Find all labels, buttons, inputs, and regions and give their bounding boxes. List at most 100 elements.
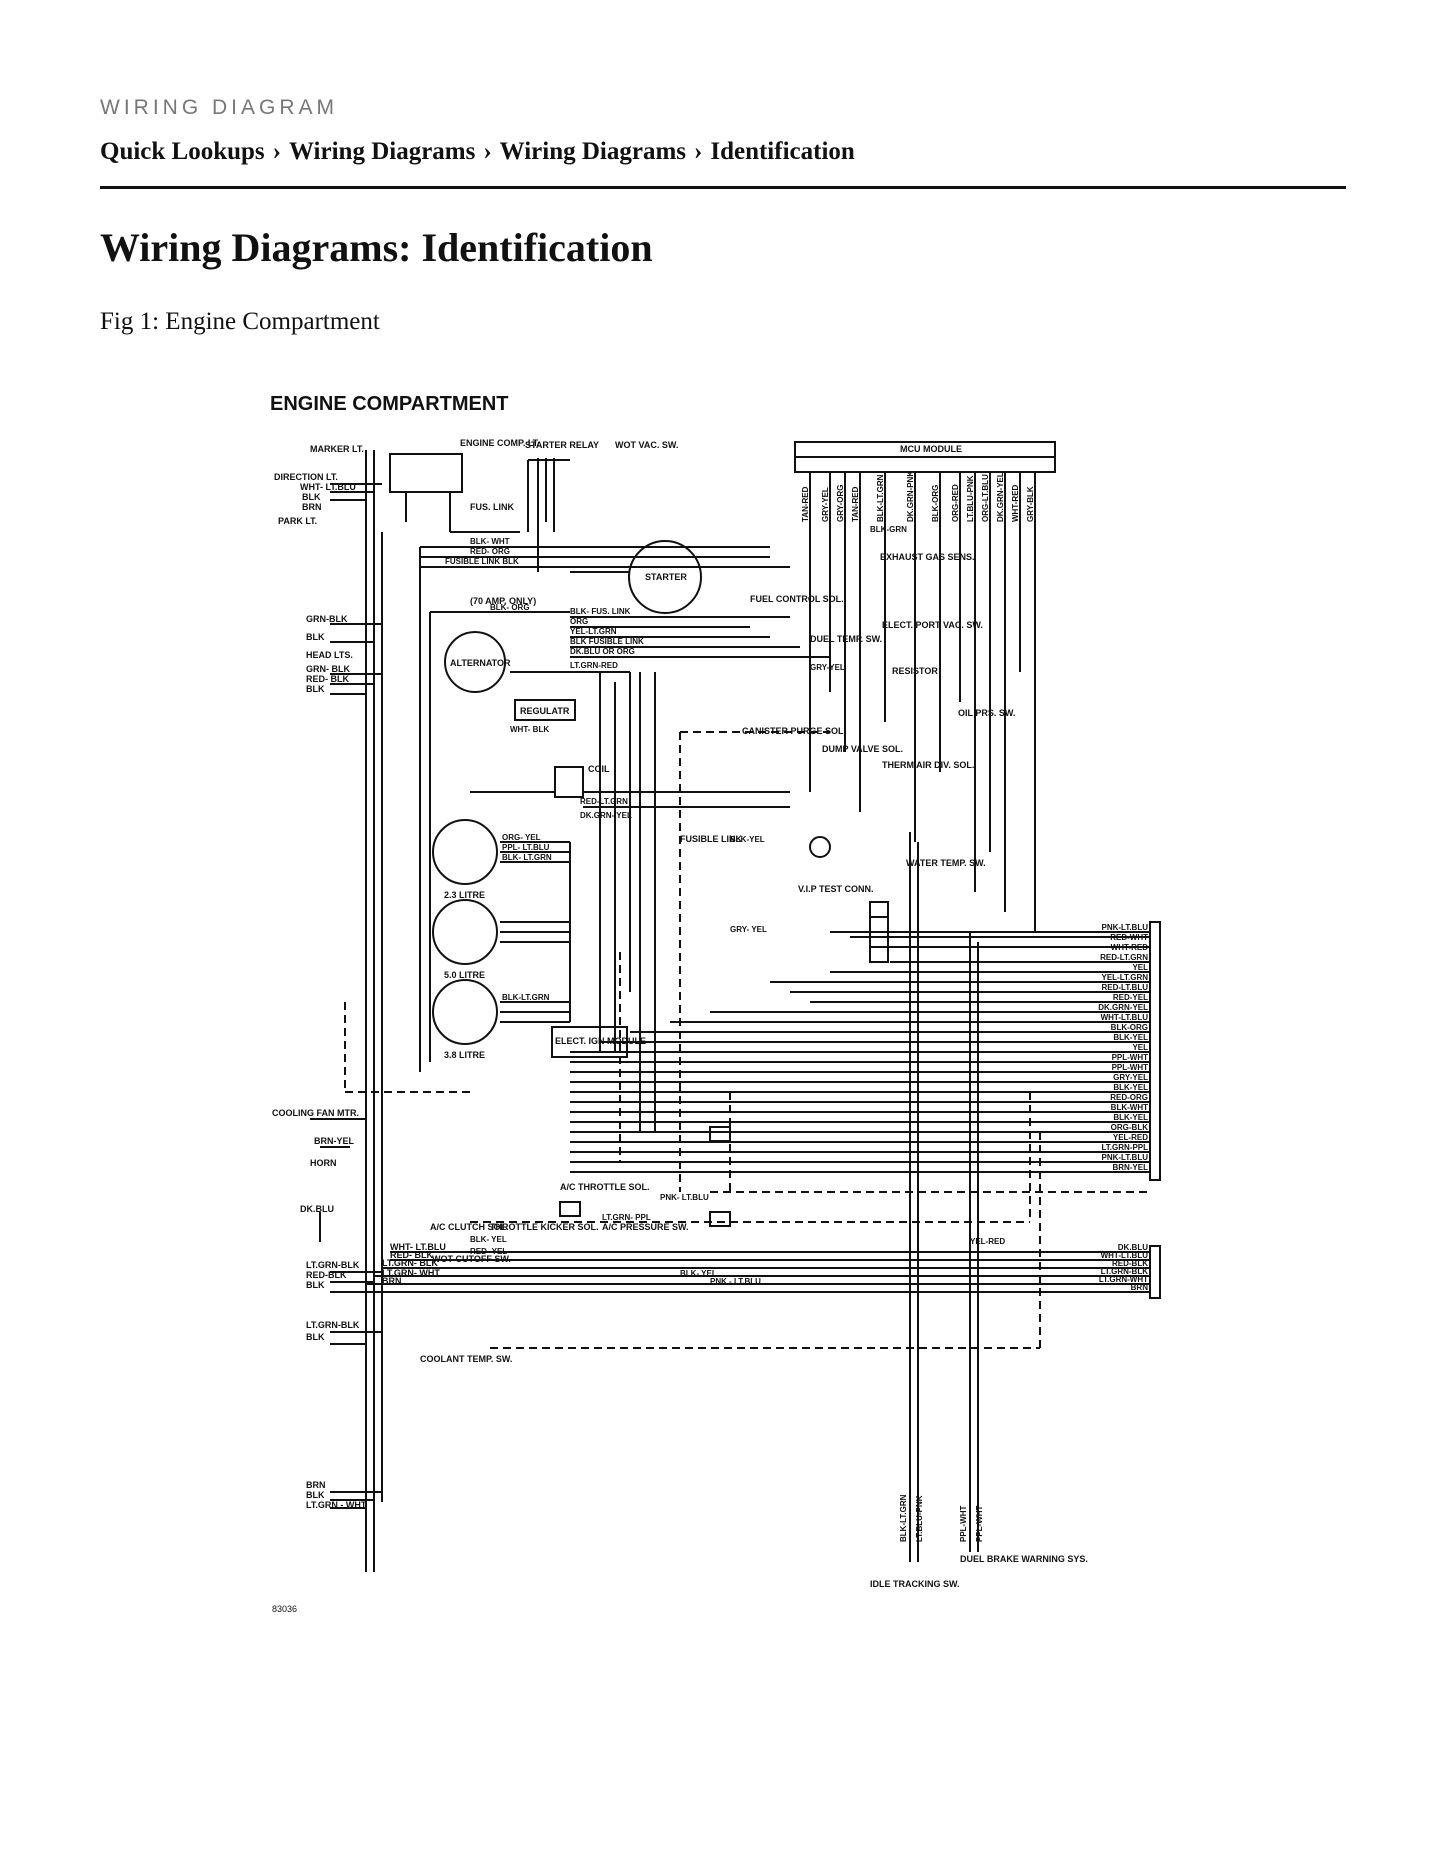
breadcrumb-wiring-diagrams[interactable]: Wiring Diagrams [289,138,476,165]
wire-label: PNK- LT.BLU [660,1193,709,1202]
bottom-wire-label: BLK-LT.GRN [899,1494,908,1542]
label-coolant-temp-sw: COOLANT TEMP. SW. [420,1354,512,1364]
connector-wire-label: BLK-ORG [1111,1023,1148,1032]
wire-head-lower-1-2: BLK [306,1280,325,1290]
connector-wire-label: RED-BLK [1112,1259,1148,1268]
wire-head-lower-2-0: LT.GRN-BLK [306,1320,360,1330]
diagram-heading: ENGINE COMPARTMENT [270,393,509,415]
connector-wire-label: WHT-LT.BLU [1101,1251,1149,1260]
connector-wire-label: RED-YEL [1113,993,1148,1002]
wire-label: PNK - LT.BLU [710,1277,761,1286]
label-head-lts: HEAD LTS. [306,650,353,660]
label-dump-valve-sol: DUMP VALVE SOL. [822,744,903,754]
connector-wire-label: RED-WHT [1110,933,1148,942]
connector-wire-label: PPL-WHT [1112,1053,1149,1062]
mcu-wire-label: BLK-LT.GRN [876,474,885,522]
wire-fan: BRN-YEL [314,1136,355,1146]
wire-park-lower-0: BRN [306,1480,326,1490]
mcu-wire-label: BLK-ORG [931,485,940,522]
breadcrumb-separator: › [272,138,281,165]
breadcrumb-separator: › [694,138,703,165]
connector-wire-label: RED-ORG [1110,1093,1148,1102]
wire-label: LT.GRN- PPL [602,1213,651,1222]
label-ac-clutch-sol: A/C CLUTCH SOL. [430,1222,509,1232]
wire-label: BLK- YEL [470,1235,507,1244]
bottom-wire-label: PPL-WHT [959,1505,968,1542]
wire-direction-1: BLK [302,492,321,502]
wire-head-lower-2-1: BLK [306,1332,325,1342]
wire-bottom-left-4: BRN [382,1276,402,1286]
label-duel-brake-warning: DUEL BRAKE WARNING SYS. [960,1554,1088,1564]
wire-direction-0: WHT- LT.BLU [300,482,356,492]
wire-bottom-left-3: LT.GRN- WHT [382,1268,440,1278]
wire-label: BLK-YEL [730,835,765,844]
breadcrumb-quick-lookups[interactable]: Quick Lookups [100,138,265,165]
label-elect-ign-module: ELECT. IGN MODULE [555,1036,646,1046]
connector-wire-label: WHT-LT.BLU [1101,1013,1149,1022]
wire-label: BLK-LT.GRN [502,993,550,1002]
label-vip-test-conn: V.I.P TEST CONN. [798,884,874,894]
eyebrow-label: WIRING DIAGRAM [100,96,338,119]
connector-wire-label: RED-LT.BLU [1101,983,1148,992]
label-cooling-fan-mtr: COOLING FAN MTR. [272,1108,359,1118]
wiring-diagram-svg: ENGINE COMPARTMENT MARKER LT. DIRECTION … [270,393,1161,1614]
connector-wire-label: YEL-LT.GRN [1101,973,1148,982]
bottom-wire-label: LT.BLU-PNK [915,1495,924,1542]
mcu-wire-label: WHT-RED [1011,484,1020,522]
wire-label: BLK- WHT [470,537,510,546]
wire-horn: DK.BLU [300,1204,334,1214]
breadcrumb-identification[interactable]: Identification [710,138,855,165]
wire-direction-2: BRN [302,502,322,512]
wire-head-lower-1-0: LT.GRN-BLK [306,1260,360,1270]
label-oil-prs-sw: OIL PRS. SW. [958,708,1015,718]
connector-wire-label: PPL-WHT [1112,1063,1149,1072]
wire-label: BLK FUSIBLE LINK [570,637,644,646]
wire-label: BLK- FUS. LINK [570,607,631,616]
breadcrumb-wiring-diagrams-2[interactable]: Wiring Diagrams [499,138,687,165]
wire-label: WHT- BLK [510,725,549,734]
label-fusible-link: FUSIBLE LINK [680,834,742,844]
wire-label: LT.GRN-RED [570,661,618,670]
connector-wire-label: BLK-YEL [1113,1033,1148,1042]
wire-bottom-left-0: WHT- LT.BLU [390,1242,446,1252]
connector-wire-label: PNK-LT.BLU [1101,923,1148,932]
figure-caption: Fig 1: Engine Compartment [100,308,380,335]
mcu-wire-label: DK.GRN-YEL [996,472,1005,522]
label-water-temp-sw: WATER TEMP. SW. [906,858,986,868]
page-title: Wiring Diagrams: Identification [100,225,653,270]
label-engine-comp-lt: ENGINE COMP. LT. [460,438,540,448]
connector-wire-label: LT.GRN-PPL [1101,1143,1148,1152]
wire-label: YEL-RED [970,1237,1005,1246]
label-fuel-control-sol: FUEL CONTROL SOL. [750,594,844,604]
connector-wire-label: LT.GRN-WHT [1099,1275,1148,1284]
connector-wire-label: YEL-RED [1113,1133,1148,1142]
label-exhaust-gas-sens: EXHAUST GAS SENS. [880,552,975,562]
connector-wire-label: DK.GRN-YEL [1098,1003,1148,1012]
wire-park-lower-1: BLK [306,1490,325,1500]
mcu-wire-label: TAN-RED [801,486,810,522]
label-duel-temp-sw: DUEL TEMP. SW. [810,634,882,644]
connector-wire-label: BRN [1131,1283,1149,1292]
wire-head-lower-1-1: RED-BLK [306,1270,347,1280]
label-ac-throttle-sol: A/C THROTTLE SOL. [560,1182,650,1192]
mcu-wire-label: GRY-ORG [836,485,845,522]
breadcrumb: Quick Lookups › Wiring Diagrams › Wiring Dia… [100,138,855,166]
label-wot-vac-sw: WOT VAC. SW. [615,440,678,450]
wire-park-lower-2: LT.GRN - WHT [306,1500,367,1510]
connector-wire-label: LT.GRN-BLK [1101,1267,1149,1276]
connector-wire-label: BLK-YEL [1113,1113,1148,1122]
wire-label: YEL-LT.GRN [570,627,617,636]
wire-label: RED-LT.GRN [580,797,628,806]
wire-head-upper-2-0: GRN- BLK [306,664,350,674]
wire-label: BLK- YEL [680,1269,717,1278]
wire-head-upper-1-1: BLK [306,632,325,642]
bottom-wire-label: PPL-WHT [975,1505,984,1542]
wire-label: GRY-YEL [810,663,845,672]
label-ac-pressure-sw: A/C PRESSURE SW. [602,1222,689,1232]
label-coil: COIL [588,764,610,774]
wire-label: GRY- YEL [730,925,767,934]
label-elect-port-vac-sw: ELECT. PORT VAC. SW. [882,620,983,630]
label-park-lt: PARK LT. [278,516,317,526]
mcu-wire-label: LT.BLU-PNK [966,475,975,522]
label-marker-lt: MARKER LT. [310,444,364,454]
